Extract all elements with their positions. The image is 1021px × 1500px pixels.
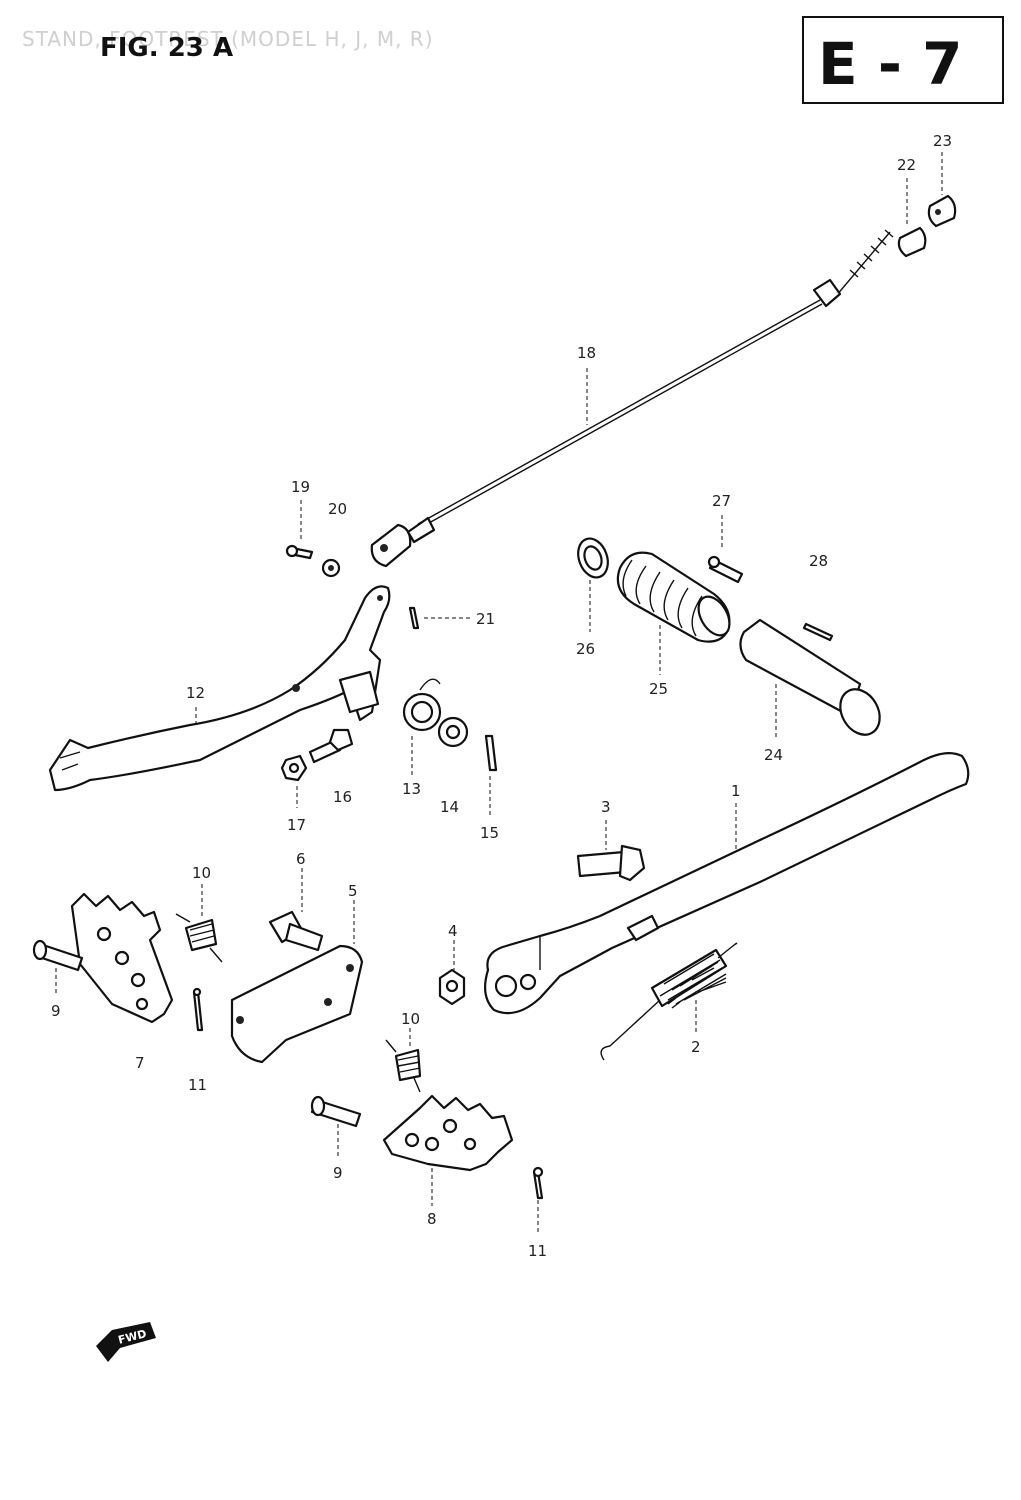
callout-19: 19 bbox=[291, 478, 310, 496]
part-15-cotter-pin bbox=[484, 734, 498, 772]
part-16-bolt bbox=[308, 728, 354, 764]
callout-5: 5 bbox=[348, 882, 358, 900]
part-8-footrest bbox=[382, 1094, 514, 1172]
callout-18: 18 bbox=[577, 344, 596, 362]
callout-11-left: 11 bbox=[188, 1076, 207, 1094]
callout-16: 16 bbox=[333, 788, 352, 806]
callout-15: 15 bbox=[480, 824, 499, 842]
callout-24: 24 bbox=[764, 746, 783, 764]
part-17-nut bbox=[280, 754, 308, 782]
callout-1: 1 bbox=[731, 782, 741, 800]
callout-26: 26 bbox=[576, 640, 595, 658]
callout-9-left: 9 bbox=[51, 1002, 61, 1020]
part-22-adjuster-nut bbox=[897, 226, 927, 258]
callout-23: 23 bbox=[933, 132, 952, 150]
part-20-clip bbox=[321, 558, 341, 578]
callout-14: 14 bbox=[440, 798, 459, 816]
callout-21: 21 bbox=[476, 610, 495, 628]
section-code-box: E - 7 bbox=[802, 16, 1004, 104]
part-24-footrest-pin bbox=[739, 618, 881, 736]
part-18-cable bbox=[370, 229, 894, 568]
callout-17: 17 bbox=[287, 816, 306, 834]
part-12-stand-lever bbox=[48, 585, 391, 792]
callout-22: 22 bbox=[897, 156, 916, 174]
faint-caption: STAND, FOOTREST (MODEL H, J, M, R) bbox=[22, 27, 434, 51]
callout-9-right: 9 bbox=[333, 1164, 343, 1182]
part-27-pin bbox=[707, 555, 744, 584]
part-11-cotter-pin-right bbox=[532, 1166, 544, 1200]
part-21-cotter-pin bbox=[408, 606, 420, 630]
part-9-pin-left bbox=[32, 939, 84, 972]
part-28-cotter-pin bbox=[802, 622, 834, 642]
part-1-side-stand bbox=[483, 751, 970, 1015]
part-3-bolt bbox=[576, 844, 646, 882]
part-19-pin bbox=[285, 544, 314, 560]
callout-20: 20 bbox=[328, 500, 347, 518]
callout-6: 6 bbox=[296, 850, 306, 868]
part-5-footrest-bracket bbox=[230, 944, 364, 1064]
part-11-cotter-pin-left bbox=[192, 987, 204, 1032]
callout-numbers: 1 2 3 4 5 6 7 8 9 9 10 10 11 11 12 13 14… bbox=[51, 132, 952, 1260]
callout-12: 12 bbox=[186, 684, 205, 702]
callout-27: 27 bbox=[712, 492, 731, 510]
callout-10-upper: 10 bbox=[192, 864, 211, 882]
part-9-pin-right bbox=[310, 1095, 362, 1128]
callout-2: 2 bbox=[691, 1038, 701, 1056]
callout-13: 13 bbox=[402, 780, 421, 798]
part-7-footrest bbox=[70, 892, 174, 1024]
part-10-spring-lower bbox=[385, 1039, 422, 1093]
callout-28: 28 bbox=[809, 552, 828, 570]
part-4-nut bbox=[438, 968, 466, 1006]
part-26-washer bbox=[577, 537, 609, 579]
part-14-washer bbox=[437, 716, 469, 748]
callout-25: 25 bbox=[649, 680, 668, 698]
part-6-bolt bbox=[268, 910, 324, 952]
part-10-spring-upper bbox=[175, 913, 223, 963]
part-13-spring bbox=[402, 678, 442, 732]
callout-11-right: 11 bbox=[528, 1242, 547, 1260]
callout-3: 3 bbox=[601, 798, 611, 816]
callout-8: 8 bbox=[427, 1210, 437, 1228]
part-2-spring bbox=[600, 942, 738, 1061]
part-23-cable-end-nut bbox=[927, 194, 957, 228]
figure-title: FIG. 23 A bbox=[100, 33, 233, 63]
part-25-footrest-rubber bbox=[616, 551, 731, 643]
section-code: E - 7 bbox=[818, 30, 962, 98]
callout-10-lower: 10 bbox=[401, 1010, 420, 1028]
callout-4: 4 bbox=[448, 922, 458, 940]
fwd-arrow-icon: FWD bbox=[96, 1322, 156, 1362]
callout-7: 7 bbox=[135, 1054, 145, 1072]
